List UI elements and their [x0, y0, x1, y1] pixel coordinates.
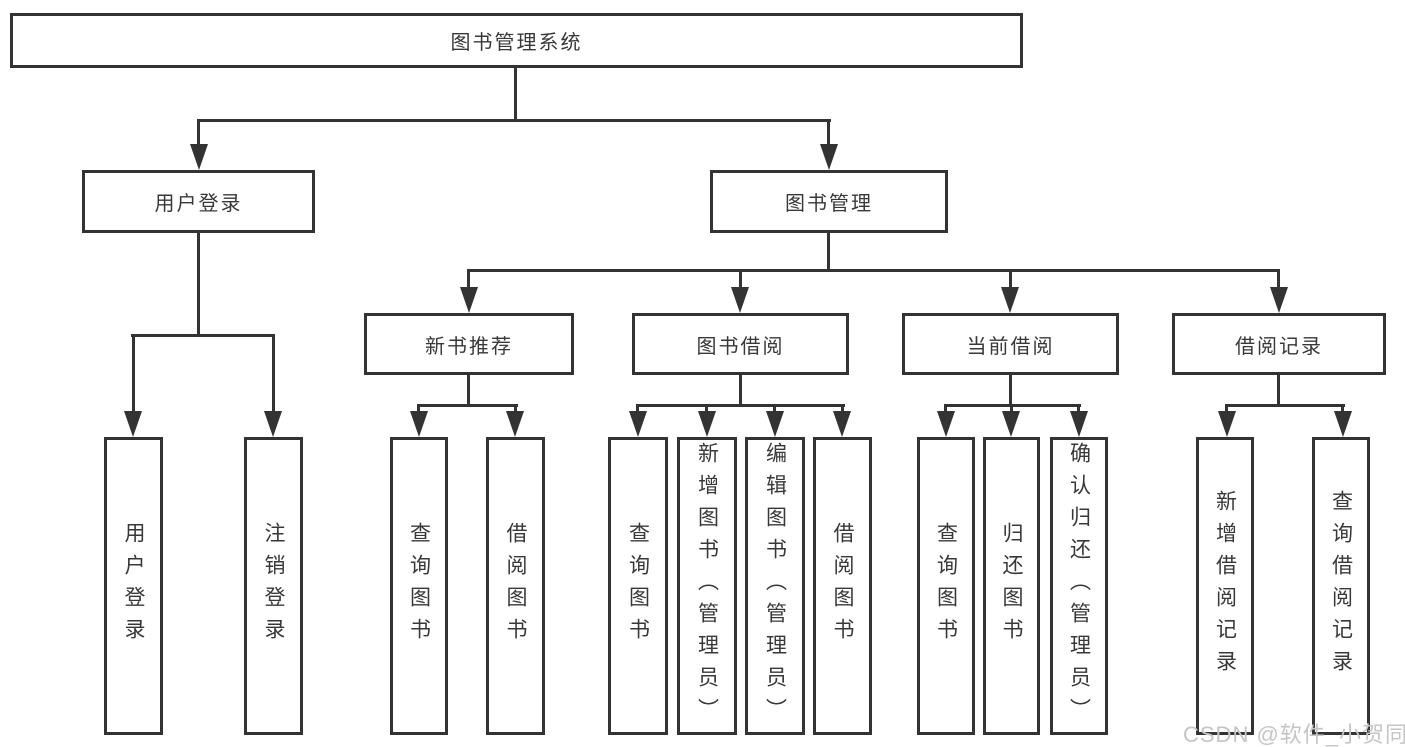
arrow-down-icon	[937, 411, 955, 437]
arrow-down-icon	[1070, 411, 1088, 437]
arrow-down-icon	[1218, 411, 1236, 437]
leaf-query-books-current: 查询图书	[917, 437, 975, 735]
connector-line	[132, 336, 135, 413]
connector-line	[739, 375, 742, 406]
connector-line	[467, 271, 470, 288]
connector-line	[197, 119, 831, 122]
node-root: 图书管理系统	[10, 13, 1023, 68]
watermark: CSDN @软件_小贺同学	[1183, 722, 1405, 747]
connector-line	[417, 404, 518, 407]
connector-line	[417, 406, 420, 413]
connector-line	[197, 233, 200, 337]
leaf-add-borrow-record: 新增借阅记录	[1196, 437, 1254, 735]
arrow-down-icon	[1001, 287, 1019, 313]
connector-line	[705, 406, 708, 413]
connector-line	[841, 406, 844, 413]
arrow-down-icon	[460, 287, 478, 313]
connector-line	[272, 336, 275, 413]
node-new-book-recommend: 新书推荐	[364, 313, 574, 375]
connector-line	[636, 406, 639, 413]
node-user-login: 用户登录	[82, 170, 315, 233]
leaf-confirm-return-admin: 确认归还（管理员）	[1050, 437, 1108, 735]
connector-line	[514, 406, 517, 413]
connector-line	[1009, 271, 1012, 288]
node-book-management: 图书管理	[710, 170, 948, 233]
leaf-return-book: 归还图书	[983, 437, 1040, 735]
connector-line	[1225, 404, 1345, 407]
connector-line	[1077, 406, 1080, 413]
connector-line	[1010, 406, 1013, 413]
arrow-down-icon	[731, 287, 749, 313]
leaf-user-login: 用户登录	[104, 437, 163, 735]
leaf-query-borrow-record: 查询借阅记录	[1312, 437, 1370, 735]
leaf-logout: 注销登录	[244, 437, 303, 735]
connector-line	[1341, 406, 1344, 413]
connector-line	[636, 404, 845, 407]
leaf-borrow-books: 借阅图书	[813, 437, 872, 735]
connector-line	[739, 271, 742, 288]
node-current-borrowing: 当前借阅	[902, 313, 1119, 375]
leaf-query-books-borrow: 查询图书	[608, 437, 668, 735]
arrow-down-icon	[1270, 287, 1288, 313]
arrow-down-icon	[833, 411, 851, 437]
leaf-add-book-admin: 新增图书（管理员）	[677, 437, 737, 735]
arrow-down-icon	[190, 144, 208, 170]
connector-line	[1009, 375, 1012, 406]
leaf-borrow-books-recommend: 借阅图书	[486, 437, 545, 735]
connector-line	[1277, 375, 1280, 406]
arrow-down-icon	[766, 411, 784, 437]
connector-line	[467, 375, 470, 406]
connector-line	[944, 406, 947, 413]
arrow-down-icon	[629, 411, 647, 437]
connector-line	[827, 233, 830, 272]
arrow-down-icon	[698, 411, 716, 437]
node-book-borrowing: 图书借阅	[632, 313, 849, 375]
connector-line	[944, 404, 1081, 407]
arrow-down-icon	[264, 411, 282, 437]
connector-line	[131, 334, 275, 337]
arrow-down-icon	[1334, 411, 1352, 437]
arrow-down-icon	[820, 144, 838, 170]
leaf-edit-book-admin: 编辑图书（管理员）	[745, 437, 805, 735]
arrow-down-icon	[410, 411, 428, 437]
node-borrowing-records: 借阅记录	[1172, 313, 1386, 375]
arrow-down-icon	[124, 411, 142, 437]
connector-line	[773, 406, 776, 413]
leaf-query-books-recommend: 查询图书	[390, 437, 448, 735]
arrow-down-icon	[506, 411, 524, 437]
connector-line	[1225, 406, 1228, 413]
connector-line	[467, 269, 1280, 272]
connector-line	[1277, 271, 1280, 288]
connector-line	[514, 68, 517, 122]
arrow-down-icon	[1002, 411, 1020, 437]
connector-line	[197, 121, 200, 149]
connector-line	[827, 121, 830, 149]
